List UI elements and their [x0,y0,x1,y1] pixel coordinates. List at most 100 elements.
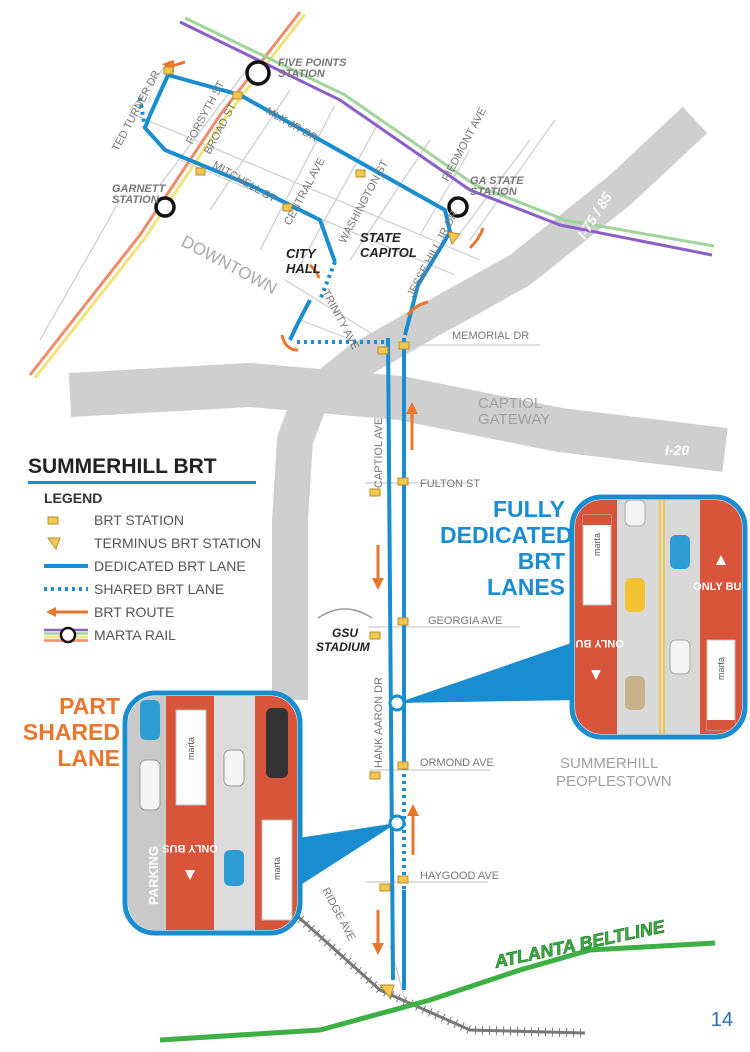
ga-state-label-1: GA STATE [470,175,524,187]
brt-station [355,169,366,178]
legend-item-shared-lane: SHARED BRT LANE [42,577,268,600]
bus-brand-right: marta [716,657,726,680]
legend-item-terminus: TERMINUS BRT STATION [42,531,268,554]
atlanta-beltline [159,940,716,1043]
legend-heading: LEGEND [44,490,103,506]
beltline-label: ATLANTA BELTLINE [492,916,668,972]
part-shared-line2: SHARED [22,719,120,745]
brt-station-icon [47,516,59,524]
map-title: SUMMERHILL BRT [28,455,256,484]
page-number: 14 [710,1009,733,1031]
fully-dedicated-title: FULLY DEDICATED BRT LANES [440,496,573,600]
street-label-mitchell: MITCHELL ST [211,159,279,205]
car-tan [625,676,645,710]
shared-callout-point [388,814,406,832]
car-white-parked [139,759,161,811]
terminus-station [447,231,461,246]
area-label-summerhill-1: SUMMERHILL [560,755,658,772]
legend-item-route: BRT ROUTE [42,600,268,623]
bus-brand-shared-left: marta [186,737,196,760]
brt-station [163,66,174,75]
ga-state-label-2: STATION [470,186,518,198]
car-blue-lane [224,850,244,886]
street-label-central: CENTRAL AVE [282,156,328,227]
car-black [266,708,288,778]
bus-brand-shared-right: marta [272,857,282,880]
area-label-city-hall-2: HALL [286,261,321,276]
rail-line-purple [179,20,713,257]
bus-shared-left [175,709,207,806]
brt-station [397,477,409,486]
marta-station-markers [154,60,469,218]
brt-station [195,167,206,176]
fully-dedicated-line3: BRT LANES [487,548,565,600]
five-points-label-1: FIVE POINTS [278,57,347,69]
garnett-station-marker [154,196,176,218]
street-label-mlk: MLK JR DR [264,105,320,144]
car-white-top [624,500,646,527]
legend-item-brt-station: BRT STATION [42,508,268,531]
five-points-station-marker [245,60,271,86]
brt-station [379,883,391,892]
only-bus-marking-right: ONLY BUS [693,581,749,593]
garnett-label-1: GARNETT [112,183,166,195]
car-white [669,639,691,675]
ga-state-station-marker [447,196,469,218]
part-shared-title: PART SHARED LANE [20,693,120,771]
brt-station [369,488,381,497]
bus-right [706,639,736,731]
gsu-stadium-outline [317,608,373,619]
brt-stations [163,66,461,1000]
legend-label: BRT ROUTE [94,603,175,620]
brt-station [282,203,293,212]
brt-downtown-loop [142,73,453,990]
rail-line-green [184,16,715,248]
bus-left [582,514,612,606]
street-label-hank-aaron: HANK AARON DR [373,677,385,768]
dedicated-callout-point [388,694,406,712]
car-yellow [625,578,645,612]
area-label-state-capitol-2: CAPITOL [360,245,417,260]
brt-route-arrows [162,60,485,955]
railroad-track [281,901,586,1038]
bus-brand-left: marta [592,533,602,556]
area-label-summerhill-2: PEOPLESTOWN [556,773,672,790]
part-shared-line1: PART [59,693,120,719]
legend-label: DEDICATED BRT LANE [94,557,246,574]
area-label-state-capitol-1: STATE [360,230,401,245]
brt-station [397,617,409,626]
area-label-gsu-1: GSU [332,626,358,640]
highway-label-i20: I-20 [665,442,689,458]
car-white-lane [223,749,245,787]
brt-station [232,91,243,100]
legend-label: MARTA RAIL [94,626,176,643]
street-label-ormond: ORMOND AVE [420,757,494,769]
brt-station [377,346,389,355]
car-blue [670,535,690,569]
fully-dedicated-line2: DEDICATED [440,522,573,548]
brt-station [398,341,410,350]
area-label-capitol-gateway-1: CAPTIOL [478,395,542,412]
street-label-capitol: CAPTIOL AVE [373,418,385,488]
dedicated-callout-connector [397,640,580,703]
street-label-georgia: GEORGIA AVE [428,615,502,627]
shared-lane-callout: PARKING ONLY BUS marta marta [122,690,303,936]
street-label-fulton: FULTON ST [420,478,480,490]
garnett-label-2: STATION [112,194,160,206]
i75-85-highway [272,106,708,700]
brt-station [369,771,381,780]
legend-item-dedicated-lane: DEDICATED BRT LANE [42,554,268,577]
terminus-station-icon [47,537,61,550]
parking-marking: PARKING [146,846,161,905]
area-label-city-hall-1: CITY [286,246,317,261]
dedicated-lanes-callout: ONLY BUS ONLY BUS marta marta [569,494,749,740]
area-label-capitol-gateway-2: GATEWAY [478,411,550,428]
highway-network [68,106,728,700]
street-label-ridge: RIDGE AVE [319,886,357,943]
terminus-station [378,984,395,1000]
map-legend: SUMMERHILL BRT LEGEND BRT STATION TERMIN… [28,455,268,646]
fully-dedicated-line1: FULLY [493,496,565,522]
part-shared-line3: LANE [57,745,120,771]
brt-station [397,875,409,884]
